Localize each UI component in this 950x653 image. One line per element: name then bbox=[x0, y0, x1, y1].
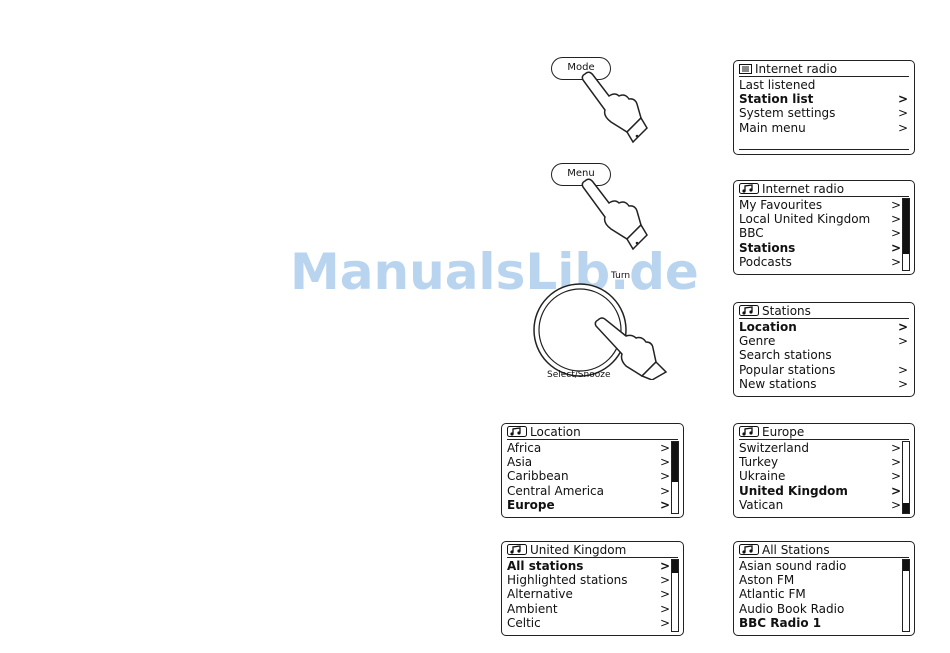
list-icon bbox=[739, 63, 752, 77]
menu-item[interactable]: Central America> bbox=[507, 483, 670, 498]
menu-button[interactable]: Menu bbox=[551, 163, 611, 186]
screen-title: Internet radio bbox=[739, 182, 909, 197]
menu-item[interactable]: Africa> bbox=[507, 441, 670, 455]
menu-item[interactable]: System settings> bbox=[739, 106, 908, 121]
folder-music-icon bbox=[739, 426, 759, 440]
menu-item[interactable]: Genre> bbox=[739, 334, 908, 349]
scrollbar[interactable] bbox=[902, 559, 910, 632]
screen-stations: Stations Location> Genre> Search station… bbox=[733, 302, 915, 397]
turn-label: Turn bbox=[611, 271, 631, 281]
scrollbar[interactable] bbox=[671, 441, 679, 514]
menu-item[interactable]: Celtic> bbox=[507, 615, 670, 630]
menu-item-selected[interactable]: United Kingdom> bbox=[739, 483, 901, 498]
menu-item[interactable]: Audio Book Radio bbox=[739, 601, 845, 616]
menu-item[interactable]: Caribbean> bbox=[507, 469, 670, 484]
menu-item-selected[interactable]: BBC Radio 1 bbox=[739, 615, 822, 630]
menu-item[interactable]: Alternative> bbox=[507, 587, 670, 602]
screen-europe: Europe Switzerland> Turkey> Ukraine> Uni… bbox=[733, 423, 915, 518]
menu-item[interactable]: Asia> bbox=[507, 455, 670, 470]
screen-internet-radio-main: Internet radio Last listened Station lis… bbox=[733, 60, 915, 155]
menu-item[interactable]: My Favourites> bbox=[739, 198, 901, 212]
screen-location: Location Africa> Asia> Caribbean> Centra… bbox=[501, 423, 684, 518]
select-knob[interactable] bbox=[528, 280, 678, 380]
menu-item[interactable]: Search stations bbox=[739, 348, 832, 363]
screen-title: All Stations bbox=[739, 543, 909, 558]
menu-item[interactable]: BBC> bbox=[739, 226, 901, 241]
screen-title: Stations bbox=[739, 304, 909, 319]
pointing-hand-icon bbox=[581, 178, 648, 251]
menu-item[interactable]: Local United Kingdom> bbox=[739, 212, 901, 227]
screen-title: Europe bbox=[739, 425, 909, 440]
menu-item[interactable]: Atlantic FM bbox=[739, 587, 806, 602]
menu-item[interactable]: Popular stations> bbox=[739, 362, 908, 377]
scrollbar[interactable] bbox=[902, 441, 910, 514]
menu-item[interactable]: Vatican> bbox=[739, 497, 901, 512]
menu-item-selected[interactable]: Station list> bbox=[739, 92, 908, 107]
menu-item[interactable]: Highlighted stations> bbox=[507, 573, 670, 588]
menu-item[interactable]: New stations> bbox=[739, 376, 908, 391]
pointing-hand-icon bbox=[581, 71, 648, 144]
screen-title: Internet radio bbox=[739, 62, 909, 77]
folder-music-icon bbox=[739, 305, 759, 319]
mode-button[interactable]: Mode bbox=[551, 57, 611, 80]
menu-item[interactable]: Main menu> bbox=[739, 120, 908, 135]
folder-music-icon bbox=[507, 426, 527, 440]
menu-item[interactable]: Podcasts> bbox=[739, 254, 901, 269]
menu-item[interactable]: Switzerland> bbox=[739, 441, 901, 455]
screen-united-kingdom: United Kingdom All stations> Highlighted… bbox=[501, 541, 684, 636]
screen-internet-radio-list: Internet radio My Favourites> Local Unit… bbox=[733, 180, 915, 275]
menu-item-selected[interactable]: Europe> bbox=[507, 497, 670, 512]
menu-item-selected[interactable]: Stations> bbox=[739, 240, 901, 255]
scrollbar[interactable] bbox=[671, 559, 679, 632]
menu-item-selected[interactable]: All stations> bbox=[507, 559, 670, 573]
menu-item[interactable]: Ambient> bbox=[507, 601, 670, 616]
folder-music-icon bbox=[739, 544, 759, 558]
menu-item[interactable]: Ukraine> bbox=[739, 469, 901, 484]
select-snooze-label: Select/Snooze bbox=[547, 370, 611, 380]
folder-music-icon bbox=[739, 183, 759, 197]
menu-item[interactable]: Last listened bbox=[739, 78, 816, 92]
menu-item-selected[interactable]: Location> bbox=[739, 320, 908, 334]
menu-item[interactable]: Turkey> bbox=[739, 455, 901, 470]
menu-item[interactable]: Asian sound radio bbox=[739, 559, 847, 573]
screen-title: Location bbox=[507, 425, 678, 440]
scrollbar[interactable] bbox=[902, 198, 910, 271]
watermark: ManualsLib.de bbox=[290, 243, 699, 301]
menu-item[interactable]: Aston FM bbox=[739, 573, 795, 588]
divider bbox=[739, 149, 909, 150]
screen-title: United Kingdom bbox=[507, 543, 678, 558]
folder-music-icon bbox=[507, 544, 527, 558]
screen-all-stations: All Stations Asian sound radio Aston FM … bbox=[733, 541, 915, 636]
